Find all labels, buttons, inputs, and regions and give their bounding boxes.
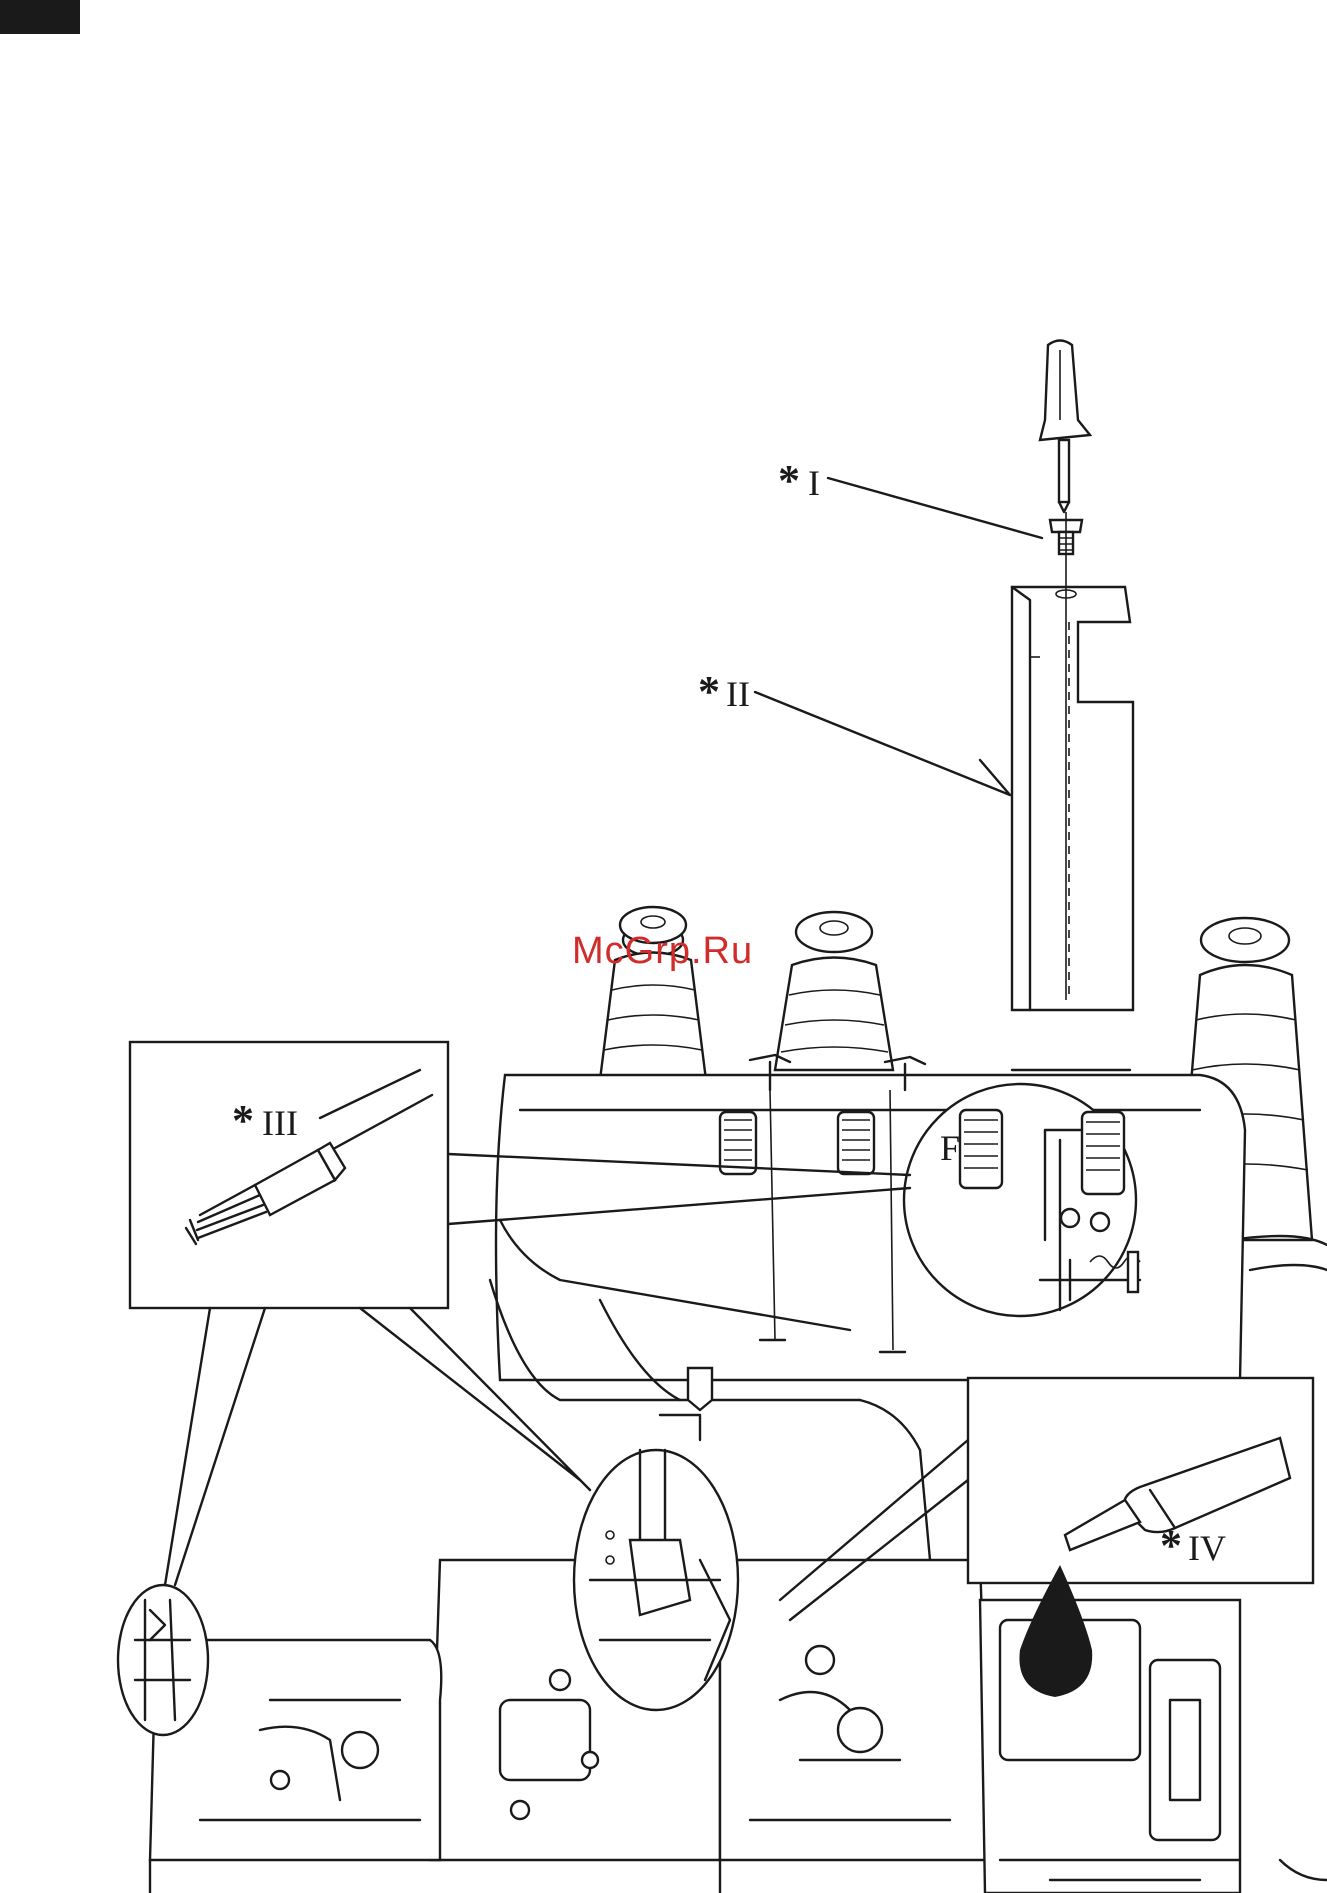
screw-label: I bbox=[808, 463, 820, 503]
cover-label: II bbox=[726, 674, 750, 714]
oil-drop-icon bbox=[1019, 1565, 1092, 1697]
cover-star: * bbox=[698, 667, 720, 716]
magnifier-needle bbox=[574, 1450, 738, 1710]
brush-star: * bbox=[232, 1096, 254, 1145]
magnifier-left bbox=[118, 1585, 208, 1735]
screwdriver-icon bbox=[1040, 341, 1090, 513]
brush-label: III bbox=[262, 1103, 298, 1143]
watermark-text: McGrp.Ru bbox=[572, 930, 753, 972]
thread-spool-middle bbox=[775, 912, 893, 1070]
oil-star: * bbox=[1160, 1521, 1182, 1570]
leader-cover bbox=[755, 692, 1010, 795]
cover-plate bbox=[1012, 587, 1133, 1010]
screw-star: * bbox=[778, 456, 800, 505]
oil-label: IV bbox=[1188, 1528, 1226, 1568]
leader-screw bbox=[828, 478, 1042, 538]
inner-mark: F bbox=[940, 1128, 960, 1168]
